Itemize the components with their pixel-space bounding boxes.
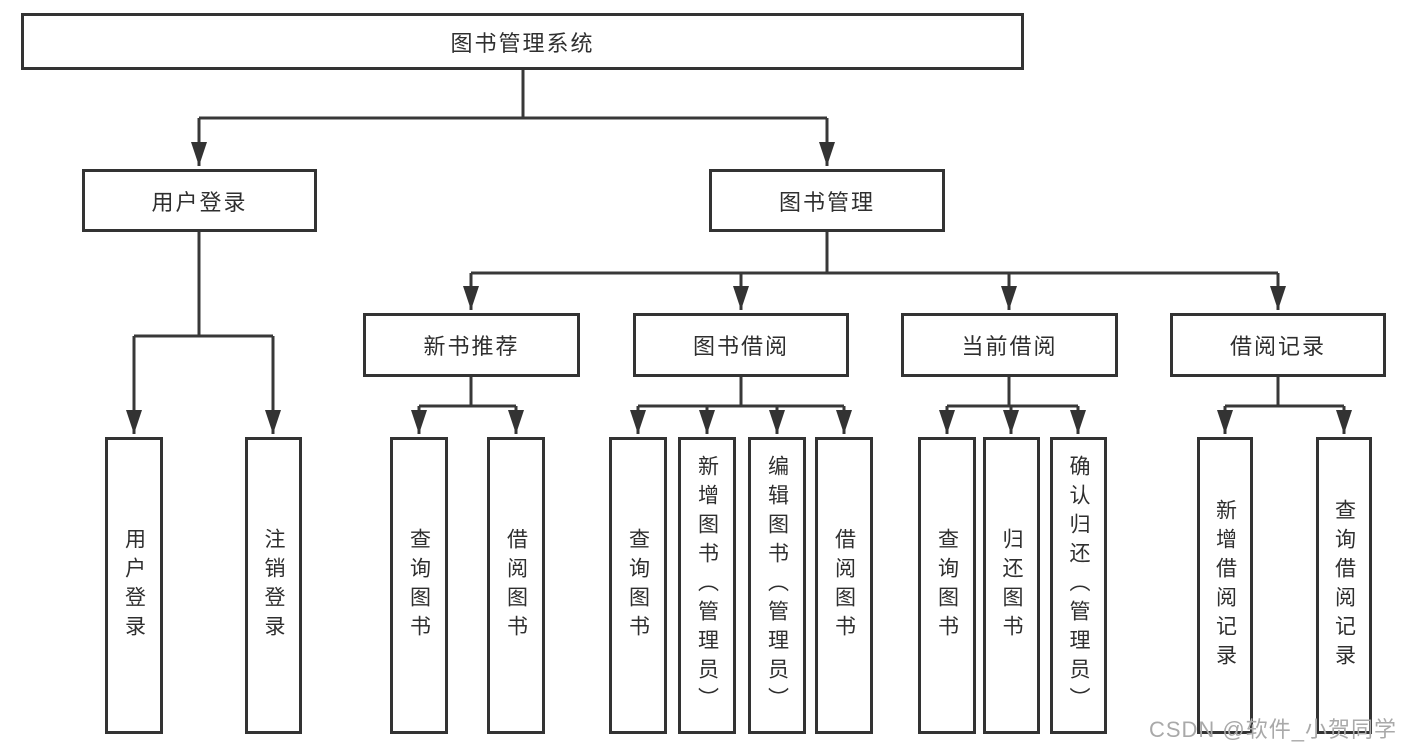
connector-book-borrow-to-children [630,377,852,434]
leaf-current-query: 查询图书 [918,437,976,734]
leaf-current-confirm-admin: 确认归还（管理员） [1050,437,1107,734]
node-root-system: 图书管理系统 [21,13,1024,70]
leaf-user-login: 用户登录 [105,437,163,734]
leaf-records-add-label: 新增借阅记录 [1213,498,1237,673]
connector-book-mgmt-to-level3 [463,232,1286,310]
connector-user-login-to-children [126,232,281,434]
node-borrow-records: 借阅记录 [1170,313,1386,377]
leaf-borrow-query: 查询图书 [609,437,667,734]
node-book-mgmt: 图书管理 [709,169,945,232]
leaf-current-return: 归还图书 [983,437,1040,734]
connector-current-borrow-to-children [939,377,1086,434]
node-new-books: 新书推荐 [363,313,580,377]
leaf-logout-login: 注销登录 [245,437,302,734]
leaf-borrow-add-admin: 新增图书（管理员） [678,437,736,734]
leaf-records-query-label: 查询借阅记录 [1332,498,1356,673]
leaf-borrow-query-label: 查询图书 [626,527,650,644]
leaf-newbooks-query-label: 查询图书 [407,527,431,644]
leaf-borrow-add-admin-label: 新增图书（管理员） [695,455,719,716]
csdn-watermark: CSDN @软件_小贺同学 [1148,717,1397,742]
leaf-records-query: 查询借阅记录 [1316,437,1372,734]
leaf-newbooks-borrow-label: 借阅图书 [504,527,528,644]
leaf-newbooks-borrow: 借阅图书 [487,437,545,734]
connector-borrow-records-to-children [1217,377,1352,434]
leaf-borrow-edit-admin-label: 编辑图书（管理员） [765,455,789,716]
connector-root-to-level2 [191,70,835,166]
leaf-user-login-label: 用户登录 [122,527,146,644]
leaf-current-return-label: 归还图书 [1000,527,1023,644]
leaf-current-query-label: 查询图书 [935,527,959,644]
node-book-borrow: 图书借阅 [633,313,849,377]
node-user-login: 用户登录 [82,169,317,232]
leaf-borrow-borrow-label: 借阅图书 [832,527,856,644]
leaf-borrow-edit-admin: 编辑图书（管理员） [748,437,806,734]
leaf-logout-login-label: 注销登录 [262,527,285,644]
node-current-borrow: 当前借阅 [901,313,1118,377]
leaf-current-confirm-admin-label: 确认归还（管理员） [1067,455,1090,716]
connector-new-books-to-children [411,377,524,434]
leaf-newbooks-query: 查询图书 [390,437,448,734]
leaf-borrow-borrow: 借阅图书 [815,437,873,734]
leaf-records-add: 新增借阅记录 [1197,437,1253,734]
